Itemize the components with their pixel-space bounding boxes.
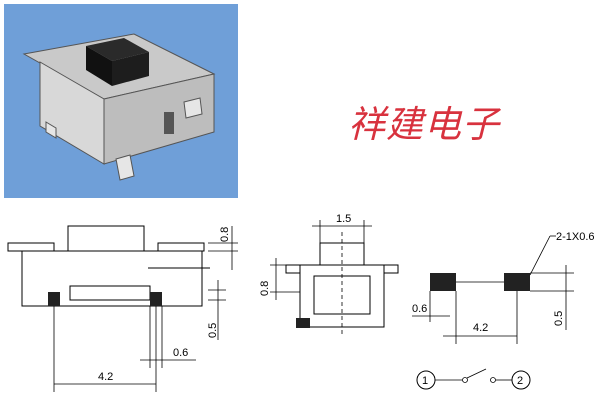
switch-schematic: 1 2 xyxy=(416,368,531,390)
dim-front-right: 0.5 xyxy=(207,323,219,338)
front-tab-left xyxy=(7,242,55,252)
pin1-label: 1 xyxy=(422,375,428,387)
dim-side-height: 0.8 xyxy=(259,281,271,296)
plunger-top xyxy=(86,38,149,61)
pad-label: 2-1X0.6 xyxy=(556,231,595,243)
side-slot xyxy=(164,112,174,134)
terminal-right xyxy=(183,97,203,119)
contact-left xyxy=(462,377,468,383)
plunger-side xyxy=(112,52,149,86)
side-foot xyxy=(296,318,310,328)
dim-side-width: 1.5 xyxy=(336,213,351,225)
front-pad-right xyxy=(150,292,162,306)
dim-front-top: 0.8 xyxy=(219,227,231,242)
front-window xyxy=(69,285,151,301)
terminal-front xyxy=(115,154,135,181)
switch-side-face xyxy=(103,73,215,165)
dim-pad-side: 0.6 xyxy=(412,303,427,315)
brand-text: 祥建电子 xyxy=(348,103,500,146)
front-body xyxy=(21,250,203,307)
side-view: 1.5 0.8 xyxy=(259,213,399,335)
pad-layout: 0.6 4.2 0.5 2-1X0.6 xyxy=(412,231,595,344)
pad-right xyxy=(504,273,530,291)
dim-pad-height: 0.5 xyxy=(553,311,565,326)
pad-left xyxy=(430,273,456,291)
contact-right xyxy=(490,377,496,383)
front-view: 0.8 0.5 0.6 4.2 xyxy=(7,225,238,392)
dim-pad-spacing: 4.2 xyxy=(473,322,488,334)
product-photo xyxy=(4,4,238,198)
side-tab-left xyxy=(285,264,301,274)
pin2-label: 2 xyxy=(517,375,523,387)
terminal-left xyxy=(45,121,57,139)
side-tab-right xyxy=(383,264,399,274)
plunger-front xyxy=(86,46,112,86)
dim-front-pad: 0.6 xyxy=(173,347,188,359)
dim-front-width: 4.2 xyxy=(98,371,113,383)
pin2-circle xyxy=(511,370,531,390)
switch-lever xyxy=(466,368,487,379)
front-plunger xyxy=(67,225,145,252)
front-tab-right xyxy=(157,242,205,252)
front-pad-left xyxy=(48,292,60,306)
